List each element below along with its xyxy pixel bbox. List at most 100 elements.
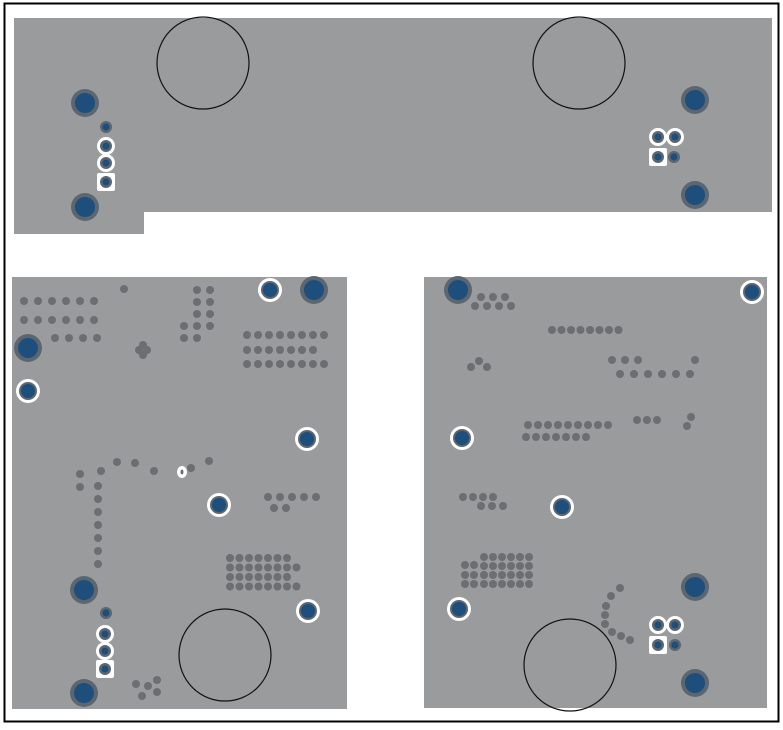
connector-pin (102, 123, 110, 131)
via (320, 331, 328, 339)
mounting-pad (685, 90, 705, 110)
via (525, 580, 533, 588)
via (180, 322, 188, 330)
via (617, 632, 625, 640)
via (288, 493, 296, 501)
via (475, 357, 483, 365)
via (94, 547, 102, 555)
via (254, 331, 262, 339)
via (276, 331, 284, 339)
via (79, 334, 87, 342)
via (320, 360, 328, 368)
via (94, 521, 102, 529)
via (616, 584, 624, 592)
via (34, 316, 42, 324)
via (507, 553, 515, 561)
via (292, 563, 301, 572)
mounting-hole-outline (178, 608, 272, 702)
connector-pin (101, 647, 109, 655)
via (605, 326, 613, 334)
via (276, 493, 284, 501)
connector-pin (654, 621, 662, 629)
via (459, 493, 467, 501)
via (48, 297, 56, 305)
via (574, 421, 582, 429)
via (498, 571, 506, 579)
mounting-pad (75, 197, 95, 217)
via (180, 469, 184, 475)
via (461, 571, 469, 579)
thru-pad (300, 432, 314, 446)
via (144, 682, 152, 690)
mounting-pad (448, 280, 468, 300)
connector-pin (102, 142, 110, 150)
via (132, 680, 140, 688)
via (616, 370, 624, 378)
mounting-hole-outline (532, 16, 626, 110)
via (498, 562, 506, 570)
via (76, 470, 84, 478)
thru-pad (455, 431, 469, 445)
via (552, 433, 560, 441)
via (205, 457, 213, 465)
via (477, 293, 485, 301)
via (193, 334, 201, 342)
via (489, 293, 497, 301)
via (131, 459, 139, 467)
via (471, 302, 479, 310)
via (542, 433, 550, 441)
connector-pin (102, 609, 110, 617)
via (273, 582, 282, 591)
via (287, 360, 295, 368)
via (672, 370, 680, 378)
via (139, 351, 147, 359)
via (226, 582, 234, 591)
via (20, 297, 28, 305)
mounting-pad (685, 577, 705, 597)
via (298, 331, 306, 339)
via (193, 298, 201, 306)
via (507, 302, 515, 310)
via (309, 360, 317, 368)
via (48, 316, 56, 324)
via (499, 502, 507, 510)
via (270, 504, 278, 512)
via (601, 611, 609, 619)
via (206, 298, 214, 306)
via (254, 582, 263, 591)
via (76, 297, 84, 305)
via (193, 322, 201, 330)
via (554, 421, 562, 429)
via (630, 370, 638, 378)
via (51, 334, 59, 342)
copper-pour-bottom-right (424, 277, 767, 708)
via (187, 464, 195, 472)
via (621, 356, 629, 364)
via (206, 286, 214, 294)
via (525, 562, 533, 570)
via (235, 582, 244, 591)
via (594, 421, 602, 429)
via (62, 316, 70, 324)
via (683, 422, 691, 430)
via (495, 302, 503, 310)
via (608, 356, 616, 364)
via (235, 554, 244, 562)
via (483, 363, 491, 371)
via (489, 571, 497, 579)
via (245, 563, 253, 572)
via (507, 562, 515, 570)
via (562, 433, 570, 441)
via (489, 493, 497, 501)
via (467, 363, 475, 371)
via (614, 326, 623, 334)
thru-pad (263, 283, 277, 297)
via (62, 297, 70, 305)
connector-pin (654, 133, 662, 141)
via (283, 554, 291, 562)
via (65, 334, 73, 342)
thru-pad (212, 498, 226, 512)
via (469, 493, 477, 501)
mounting-hole-outline (523, 618, 617, 712)
